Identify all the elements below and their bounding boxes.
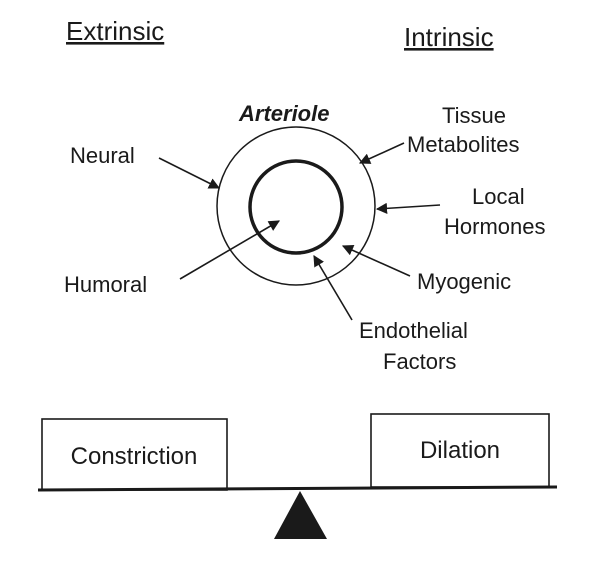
endothelial-factors-label-line1: Endothelial bbox=[359, 318, 468, 343]
neural-label: Neural bbox=[70, 143, 135, 168]
tissue-metabolites-label-line2: Metabolites bbox=[407, 132, 520, 157]
local-hormones-arrow bbox=[375, 202, 441, 214]
humoral-arrow bbox=[179, 220, 280, 280]
endothelial-factors-arrow bbox=[313, 255, 353, 321]
dilation-label: Dilation bbox=[420, 437, 500, 464]
arteriole-lumen bbox=[248, 159, 344, 255]
tissue-metabolites-arrow bbox=[358, 142, 405, 164]
arteriole-title: Arteriole bbox=[238, 101, 329, 126]
endothelial-factors-label-line2: Factors bbox=[383, 349, 456, 374]
local-hormones-label-line1: Local bbox=[472, 184, 525, 209]
balance-beam bbox=[37, 485, 558, 492]
tissue-metabolites-label-line1: Tissue bbox=[442, 103, 506, 128]
neural-arrow bbox=[158, 157, 221, 189]
extrinsic-header: Extrinsic bbox=[66, 16, 164, 46]
myogenic-label: Myogenic bbox=[417, 269, 511, 294]
intrinsic-header: Intrinsic bbox=[404, 22, 494, 52]
dilation-box bbox=[370, 413, 550, 488]
humoral-label: Humoral bbox=[64, 272, 147, 297]
myogenic-arrow bbox=[341, 245, 411, 277]
constriction-label: Constriction bbox=[71, 443, 198, 470]
local-hormones-label-line2: Hormones bbox=[444, 214, 545, 239]
fulcrum bbox=[274, 491, 327, 539]
